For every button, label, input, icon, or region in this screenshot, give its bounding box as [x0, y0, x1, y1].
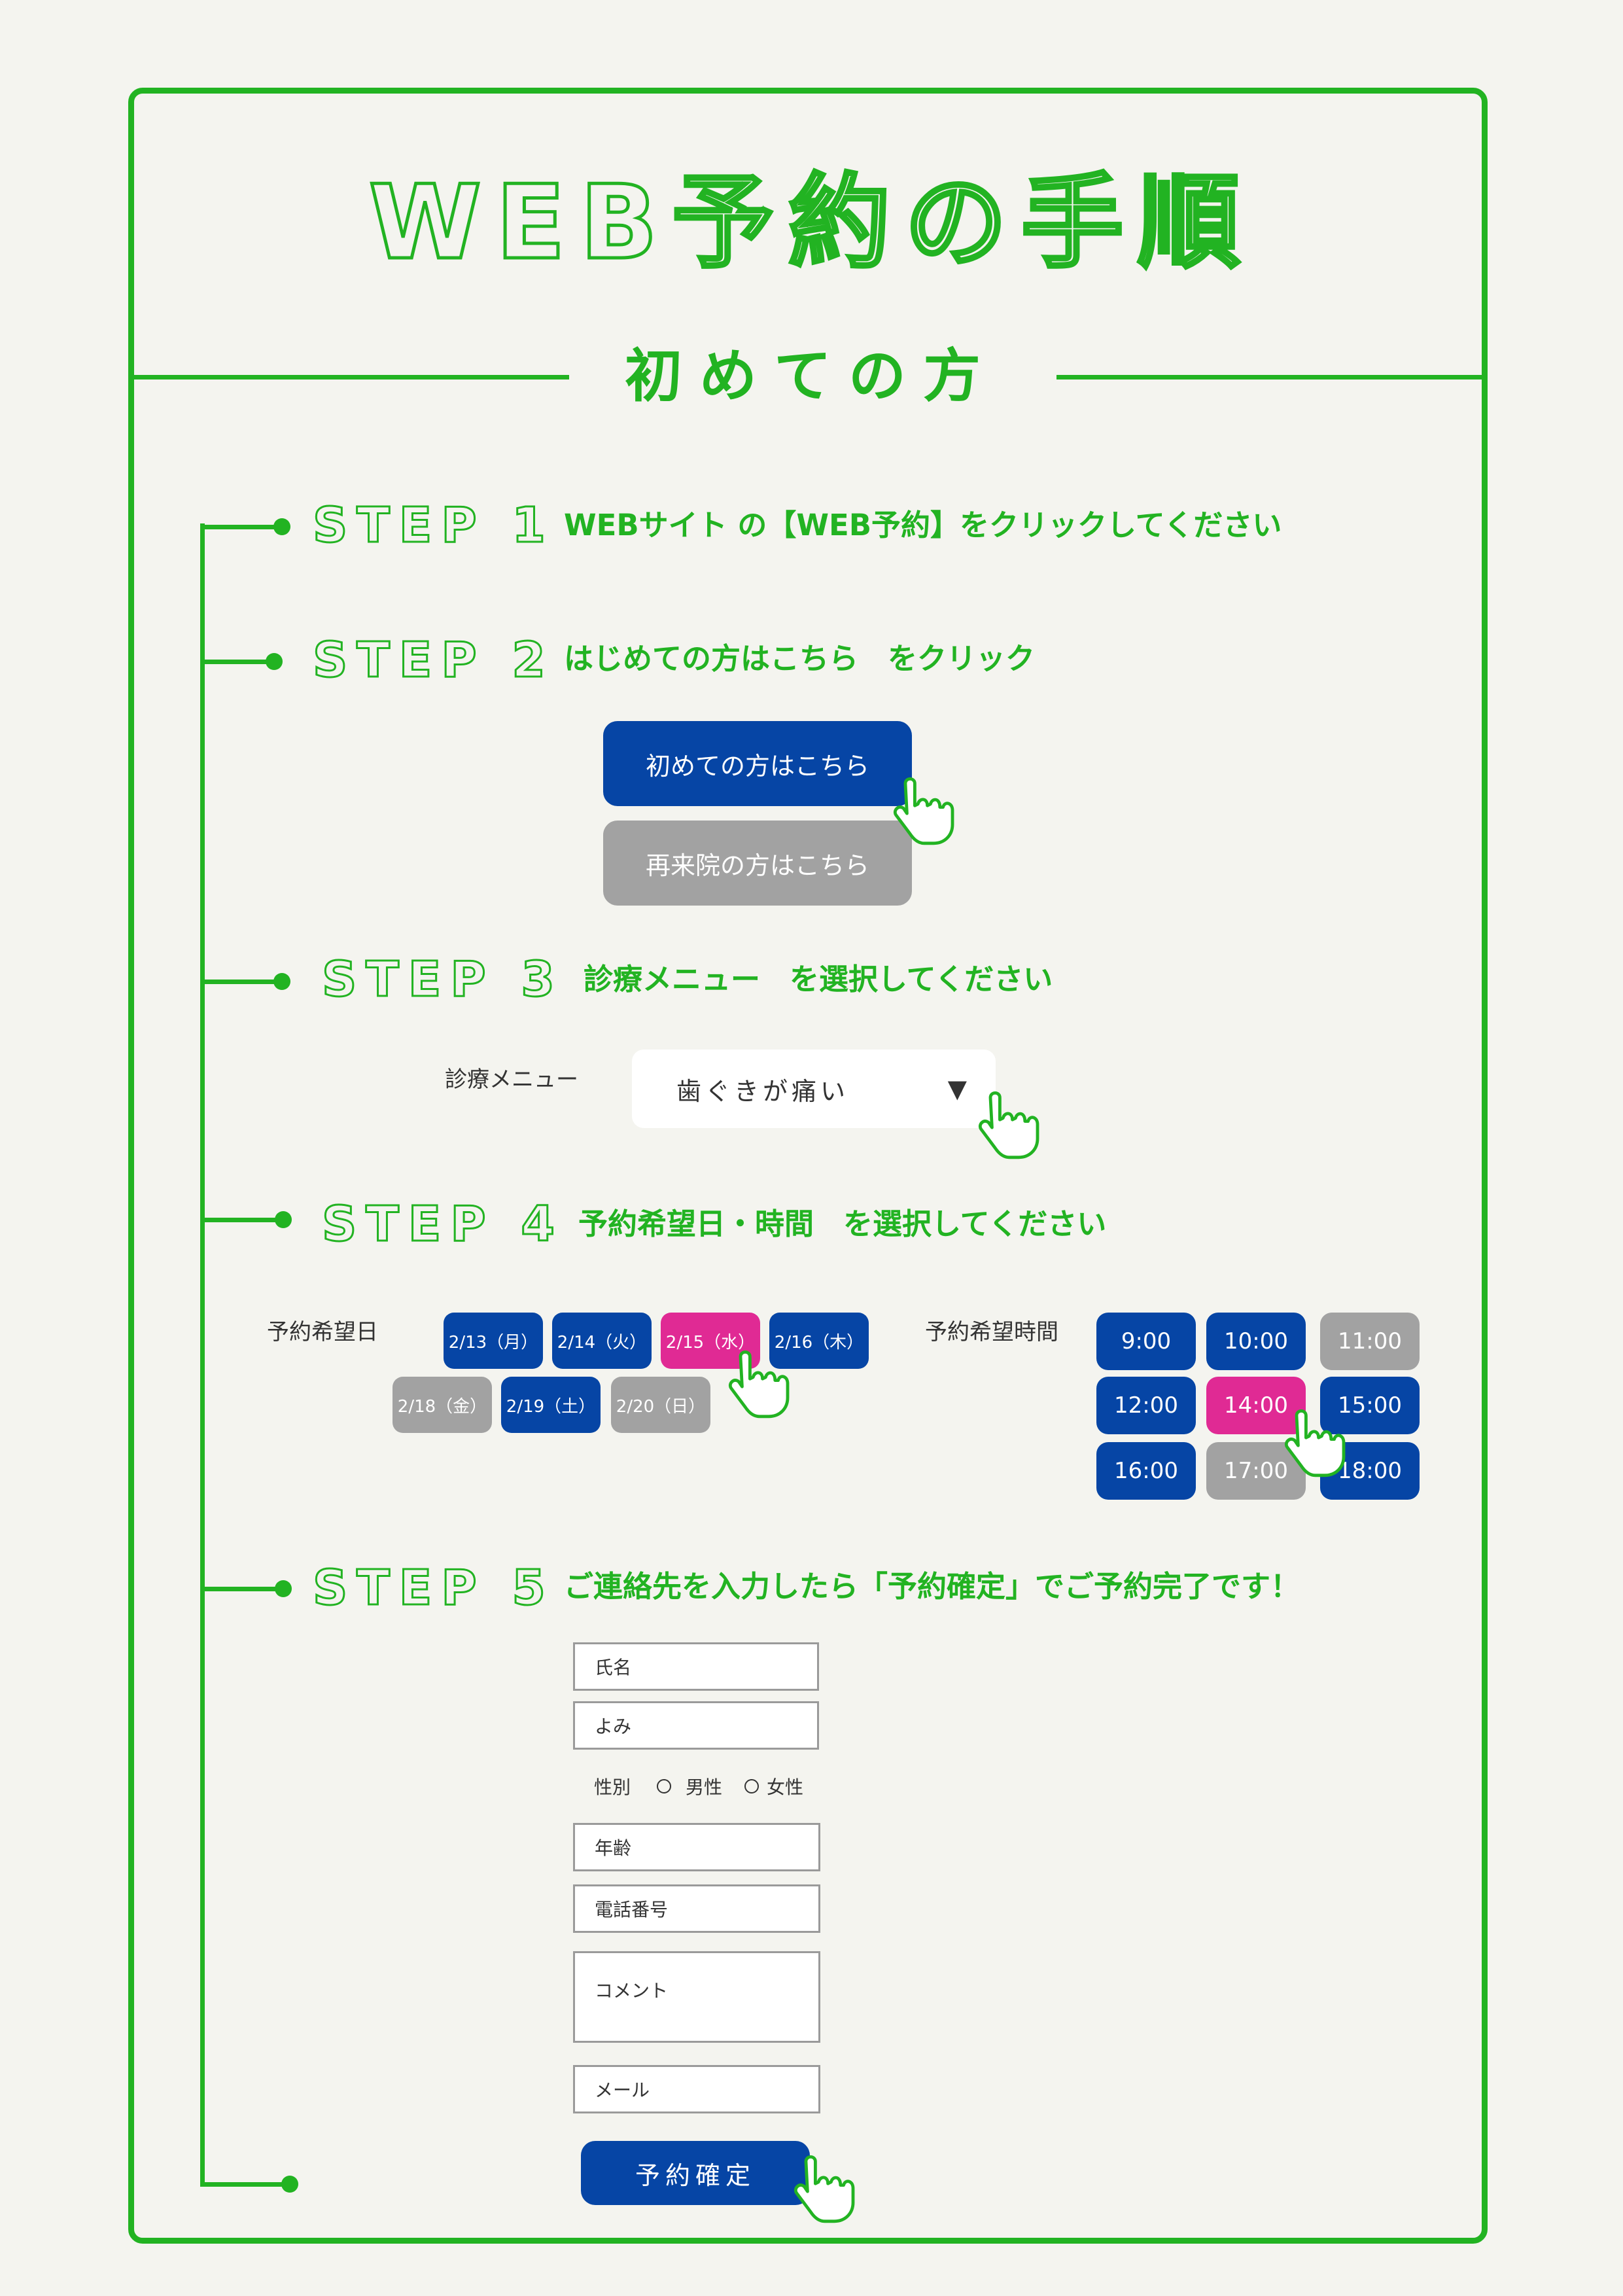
name-field[interactable]: 氏名	[573, 1642, 819, 1691]
step-2-description: はじめての方はこちら をクリック	[564, 641, 1036, 676]
kana-field[interactable]: よみ	[573, 1701, 819, 1750]
date-label: 予約希望日	[267, 1319, 378, 1345]
timeline-dot-5	[275, 1580, 292, 1597]
phone-field[interactable]: 電話番号	[573, 1884, 820, 1933]
timeline-dot-3	[273, 973, 290, 990]
female-radio[interactable]	[744, 1779, 759, 1793]
step-1-description: WEBサイト の【WEB予約】をクリックしてください	[564, 508, 1282, 542]
time-chip[interactable]: 12:00	[1096, 1377, 1196, 1434]
date-chip[interactable]: 2/16（木）	[769, 1313, 869, 1369]
date-chip[interactable]: 2/20（日）	[611, 1377, 710, 1433]
time-chip[interactable]: 11:00	[1320, 1313, 1420, 1370]
timeline-dot-4	[275, 1211, 292, 1228]
menu-label: 診療メニュー	[445, 1067, 578, 1093]
pointer-hand-icon	[1285, 1409, 1346, 1477]
time-chip[interactable]: 10:00	[1206, 1313, 1306, 1370]
time-chip[interactable]: 9:00	[1096, 1313, 1196, 1370]
step-1-label: STEP 1	[312, 497, 555, 555]
page-subtitle: 初めての方	[624, 342, 998, 410]
subtitle-rule-left	[134, 375, 569, 380]
subtitle-rule-right	[1056, 375, 1485, 380]
chevron-down-icon: ▼	[947, 1074, 967, 1103]
time-chip[interactable]: 17:00	[1206, 1442, 1306, 1500]
step-5-description: ご連絡先を入力したら「予約確定」でご予約完了です！	[564, 1569, 1300, 1604]
date-chip[interactable]: 2/13（月）	[444, 1313, 543, 1369]
page-title: WEB予約の手順	[367, 162, 1255, 283]
step-3-label: STEP 3	[321, 951, 564, 1009]
pointer-hand-icon	[979, 1091, 1039, 1159]
mail-field[interactable]: メール	[573, 2065, 820, 2113]
female-option-label: 女性	[767, 1776, 804, 1798]
age-field[interactable]: 年齢	[573, 1823, 820, 1871]
menu-select-value: 歯ぐきが痛い	[676, 1076, 850, 1106]
pointer-hand-icon	[794, 2155, 855, 2223]
timeline-branch-1	[200, 525, 279, 529]
step-5-label: STEP 5	[312, 1559, 555, 1617]
pointer-hand-icon	[729, 1351, 790, 1419]
male-option-label: 男性	[686, 1776, 723, 1798]
timeline-branch-3	[200, 980, 279, 984]
comment-field[interactable]: コメント	[573, 1951, 820, 2043]
first-visit-button[interactable]: 初めての方はこちら	[603, 721, 912, 806]
gender-row: 性別 男性 女性	[594, 1773, 803, 1799]
timeline-dot-2	[266, 653, 283, 670]
timeline-branch-2	[200, 660, 279, 664]
timeline-dot-end	[281, 2176, 298, 2193]
page-frame	[128, 88, 1488, 2244]
timeline-branch-4	[200, 1218, 279, 1222]
time-chip[interactable]: 16:00	[1096, 1442, 1196, 1500]
submit-reservation-button[interactable]: 予約確定	[581, 2141, 810, 2205]
date-chip[interactable]: 2/18（金）	[393, 1377, 492, 1433]
step-2-label: STEP 2	[312, 631, 555, 690]
date-chip[interactable]: 2/19（土）	[501, 1377, 601, 1433]
gender-label: 性別	[594, 1776, 631, 1798]
time-chip[interactable]: 15:00	[1320, 1377, 1420, 1434]
step-4-label: STEP 4	[321, 1195, 564, 1254]
menu-select[interactable]: 歯ぐきが痛い ▼	[632, 1050, 996, 1128]
time-chip-selected[interactable]: 14:00	[1206, 1377, 1306, 1434]
step-4-description: 予約希望日・時間 を選択してください	[578, 1207, 1107, 1241]
male-radio[interactable]	[657, 1779, 672, 1793]
date-chip[interactable]: 2/14（火）	[552, 1313, 652, 1369]
timeline-line	[200, 523, 205, 2185]
pointer-hand-icon	[894, 777, 954, 845]
time-label: 予約希望時間	[925, 1319, 1058, 1345]
return-visit-button[interactable]: 再来院の方はこちら	[603, 821, 912, 906]
timeline-branch-end	[200, 2182, 292, 2187]
timeline-branch-5	[200, 1587, 279, 1591]
step-3-description: 診療メニュー を選択してください	[584, 962, 1053, 997]
timeline-dot-1	[273, 518, 290, 535]
